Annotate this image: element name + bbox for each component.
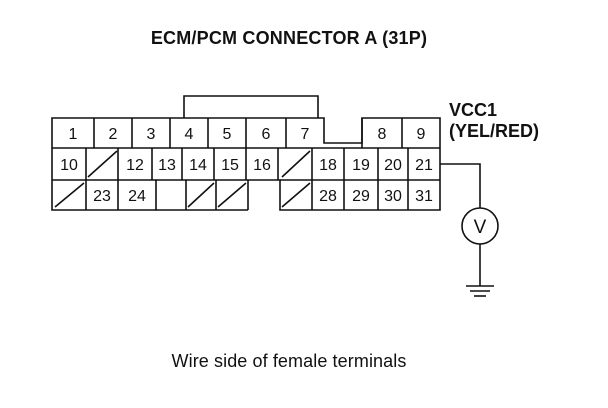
- connector-lock-tab: [183, 95, 319, 118]
- unused-terminal-25: [187, 182, 215, 208]
- unused-terminal-22: [54, 182, 85, 208]
- terminal-1: 1: [69, 126, 78, 143]
- probe-wire-color: (YEL/RED): [449, 121, 539, 141]
- terminal-2: 2: [109, 126, 118, 143]
- unused-terminal-27: [281, 182, 311, 208]
- voltmeter-symbol: V: [474, 217, 487, 238]
- terminal-30: 30: [384, 188, 402, 205]
- terminal-21: 21: [415, 157, 433, 174]
- terminal-19: 19: [352, 157, 370, 174]
- unused-terminal-26: [217, 182, 247, 208]
- probe-wire: [440, 163, 481, 208]
- terminal-7: 7: [301, 126, 310, 143]
- terminal-15: 15: [221, 157, 239, 174]
- terminal-3: 3: [147, 126, 156, 143]
- terminal-16: 16: [253, 157, 271, 174]
- diagram-title: ECM/PCM CONNECTOR A (31P): [150, 28, 428, 48]
- terminal-31: 31: [415, 188, 433, 205]
- unused-terminal-11: [87, 150, 118, 178]
- diagram-caption: Wire side of female terminals: [171, 351, 407, 371]
- terminal-24: 24: [128, 188, 146, 205]
- terminal-9: 9: [417, 126, 426, 143]
- terminal-10: 10: [60, 157, 78, 174]
- terminal-18: 18: [319, 157, 337, 174]
- terminal-14: 14: [189, 157, 207, 174]
- terminal-28: 28: [319, 188, 337, 205]
- unused-terminal-17: [281, 150, 311, 178]
- terminal-12: 12: [126, 157, 144, 174]
- terminal-6: 6: [262, 126, 271, 143]
- terminal-4: 4: [185, 126, 194, 143]
- terminal-13: 13: [158, 157, 176, 174]
- terminal-8: 8: [378, 126, 387, 143]
- terminal-20: 20: [384, 157, 402, 174]
- terminal-29: 29: [352, 188, 370, 205]
- probe-pin-name: VCC1: [449, 100, 498, 120]
- probe-label: VCC1 (YEL/RED): [449, 100, 539, 142]
- terminal-5: 5: [223, 126, 232, 143]
- terminal-23: 23: [93, 188, 111, 205]
